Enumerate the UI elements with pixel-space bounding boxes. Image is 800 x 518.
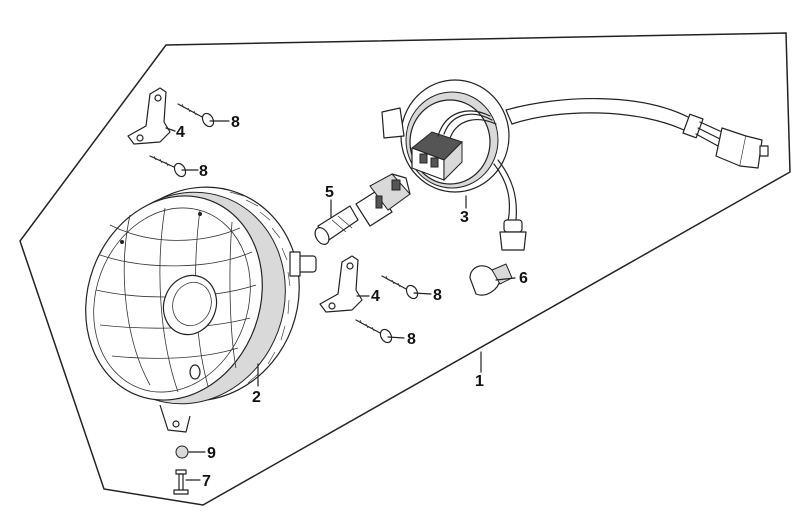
callout-7: 7 — [202, 473, 211, 490]
callout-4-lower: 4 — [371, 288, 380, 305]
assembly-boundary — [19, 32, 791, 506]
screw-lower-left — [355, 319, 393, 344]
mount-bracket-lower — [319, 255, 363, 313]
callout-8-a: 8 — [231, 114, 240, 131]
callout-5: 5 — [325, 184, 334, 201]
nut — [175, 445, 189, 459]
mount-bracket-upper — [127, 87, 171, 145]
screw-lower-right — [381, 275, 419, 300]
callout-1: 1 — [475, 373, 484, 390]
callout-4-upper: 4 — [176, 124, 185, 141]
callout-3: 3 — [460, 209, 469, 226]
callout-8-b: 8 — [199, 163, 208, 180]
headlight-bulb — [314, 173, 411, 245]
bolt — [173, 469, 189, 495]
callout-8-d: 8 — [407, 331, 416, 348]
callout-9: 9 — [207, 445, 216, 462]
screw-upper-right — [177, 103, 215, 128]
socket-wiring-assembly — [381, 79, 769, 251]
callout-6: 6 — [519, 270, 528, 287]
leader-lines — [165, 120, 516, 481]
headlight-housing — [85, 186, 317, 433]
callout-2: 2 — [252, 389, 261, 406]
callout-8-c: 8 — [433, 287, 442, 304]
screw-upper-left — [149, 155, 187, 178]
